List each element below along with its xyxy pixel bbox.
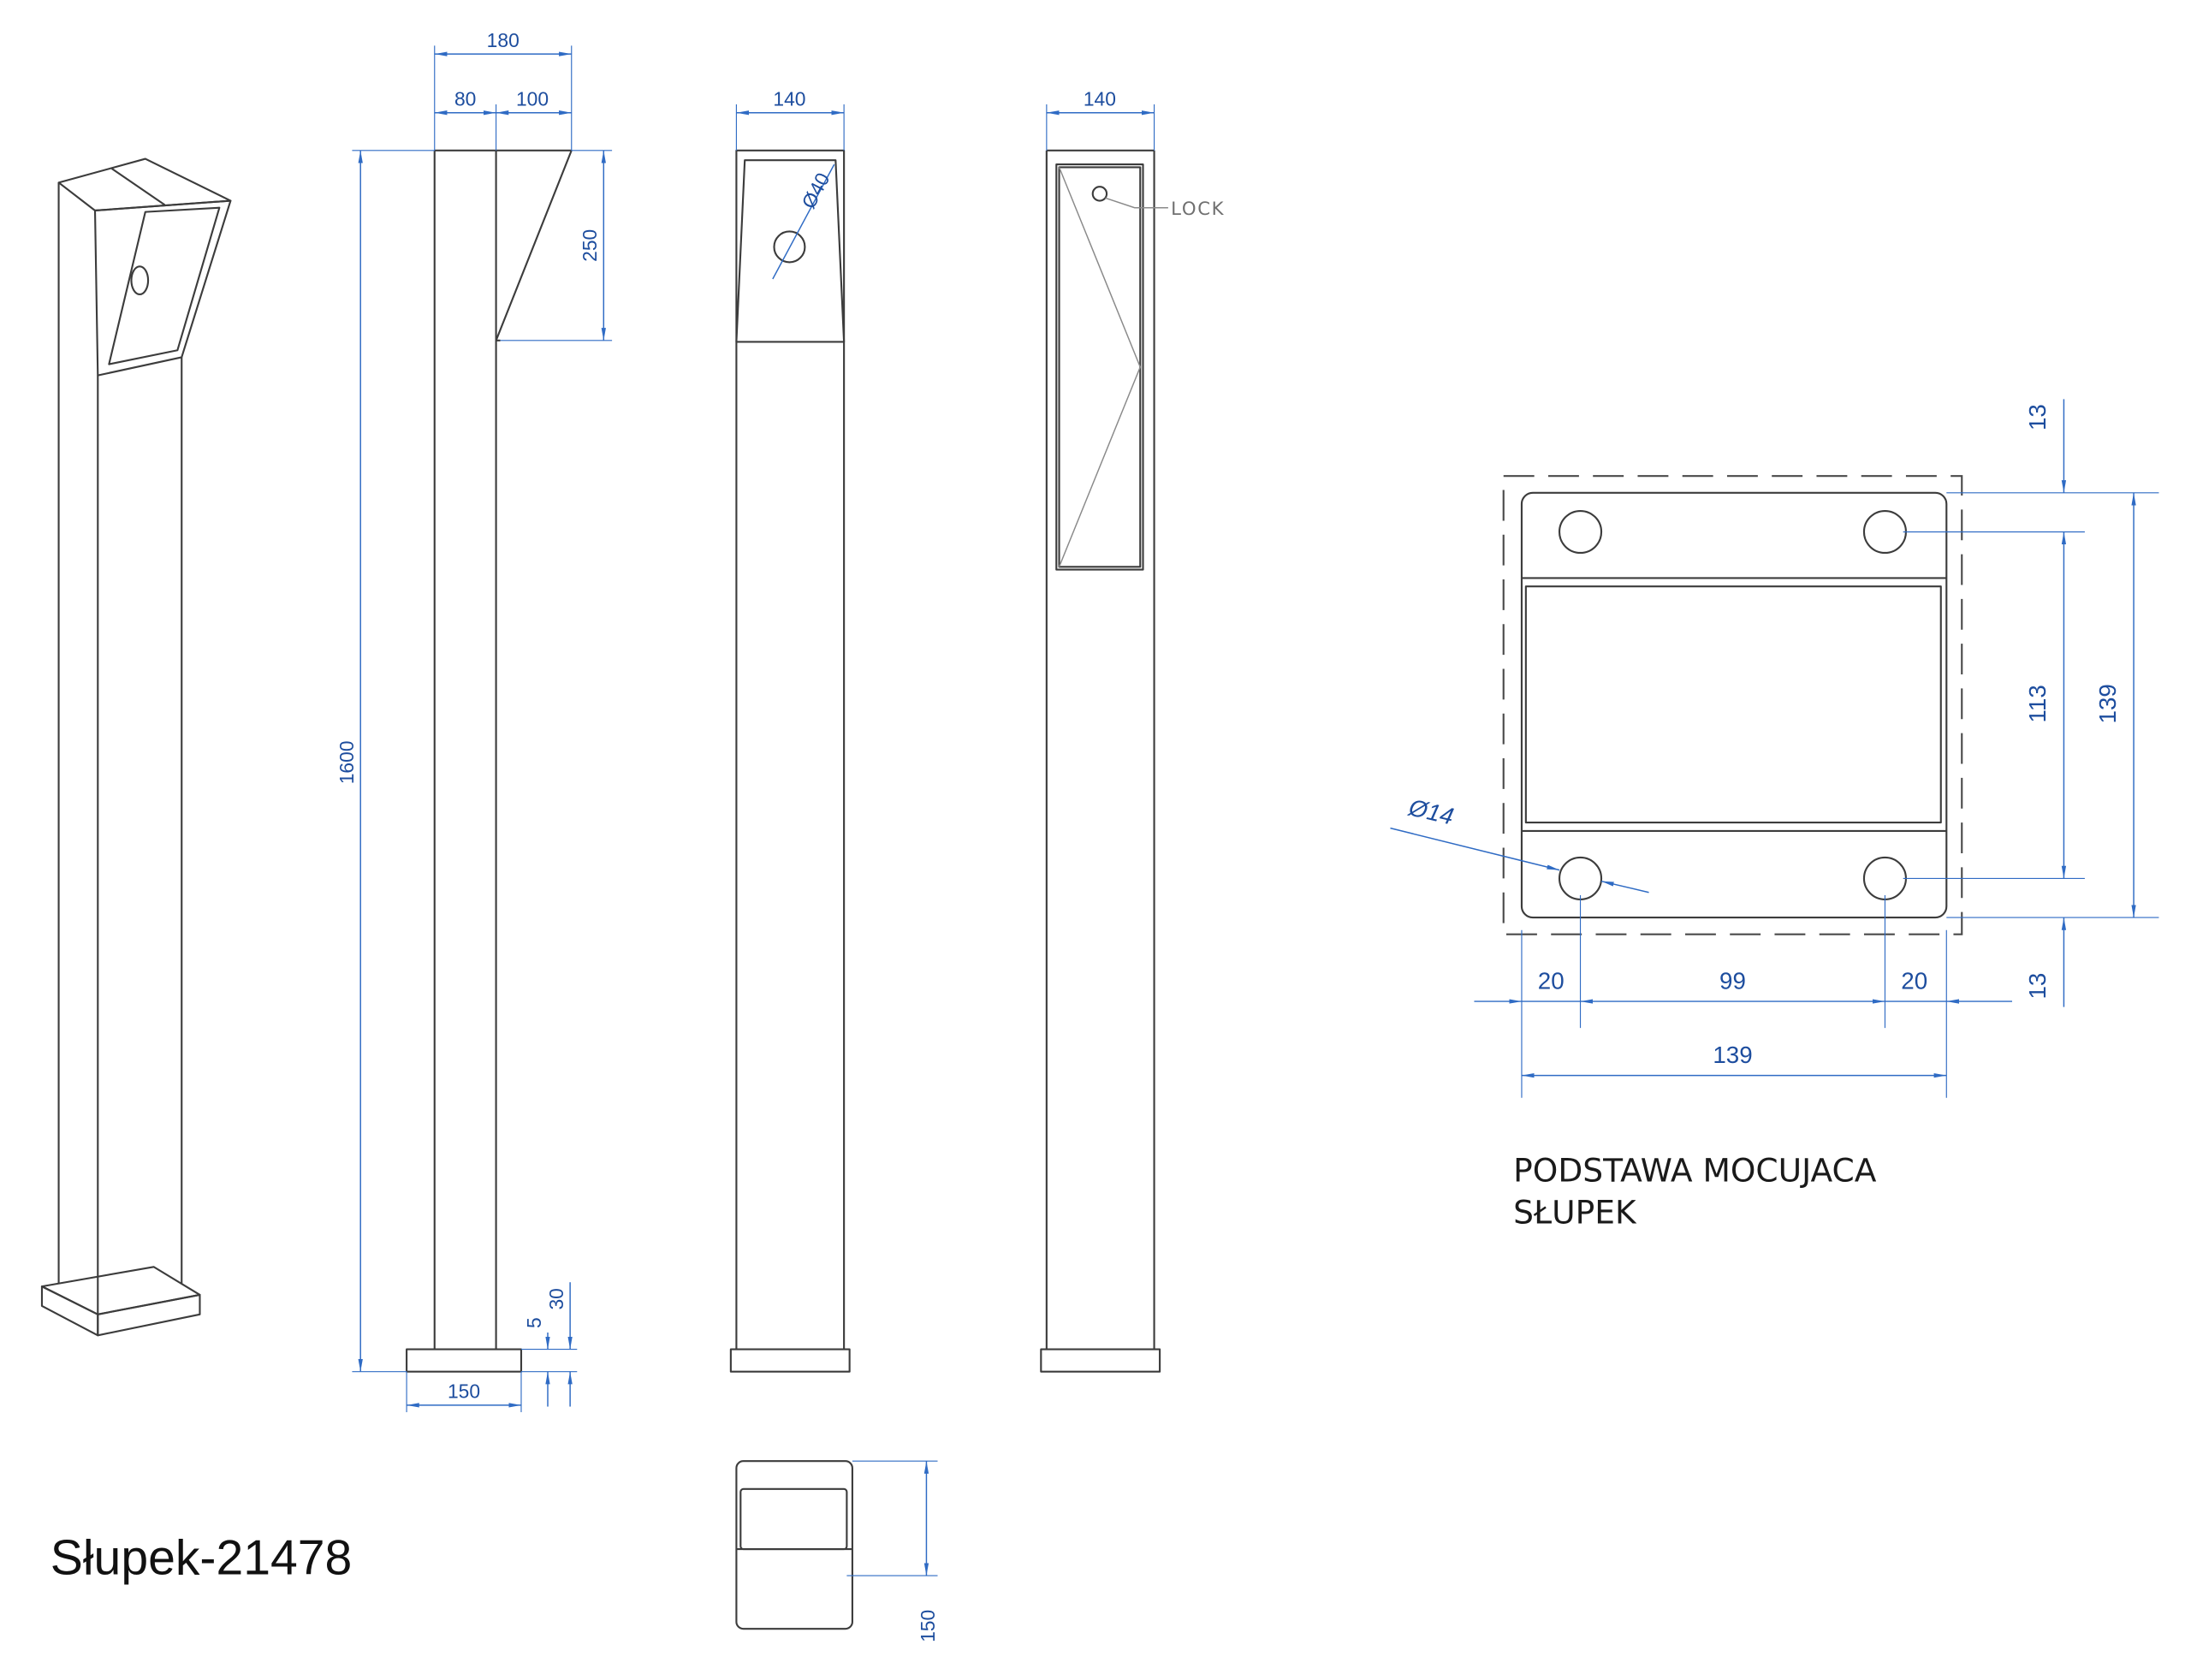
dimension-plate-height: 139: [2094, 684, 2121, 723]
drawing-title: Słupek-21478: [50, 1530, 353, 1585]
plate-center-recess: [1524, 585, 1942, 824]
lock-label: LOCK: [1171, 199, 1225, 220]
bottom-view: 150: [735, 1460, 939, 1642]
plate-outline-dashed: [1502, 475, 1963, 935]
dimension-horizontal-hole-spacing: 99: [1719, 967, 1746, 994]
side-view: 180 80 100 250 1600 30 5 150: [335, 29, 613, 1413]
cap-top-divider: [111, 168, 166, 206]
mounting-hole-bottom-right: [1862, 856, 1907, 900]
dimension-post-width: 80: [454, 88, 476, 110]
dimension-depth: 150: [917, 1610, 939, 1642]
base-plate: [729, 1348, 851, 1373]
dimension-left-margin: 20: [1538, 967, 1565, 994]
dimension-plate-width: 139: [1713, 1042, 1752, 1068]
mounting-hole-top-left: [1558, 509, 1603, 555]
mounting-hole-bottom-left: [1558, 856, 1603, 900]
dimension-base-thickness: 5: [523, 1317, 545, 1328]
base-plate: [1040, 1348, 1161, 1373]
visor-inner-frame: [735, 159, 846, 342]
dimension-rear-width: 140: [1084, 88, 1116, 110]
mounting-base-caption-line-1: PODSTAWA MOCUJACA: [1513, 1152, 1877, 1190]
base-top-face: [40, 1266, 201, 1315]
dimension-vertical-hole-spacing: 113: [2024, 685, 2051, 722]
rear-panel-chevron: [1058, 167, 1142, 567]
isometric-view: [40, 157, 232, 1337]
dimension-overall-width: 180: [487, 29, 520, 51]
dimension-front-width: 140: [773, 88, 805, 110]
visor-slope-edge: [495, 150, 573, 341]
plate-body: [1520, 491, 1948, 919]
lock-hole: [1091, 186, 1108, 202]
dimension-base-offset: 30: [545, 1288, 567, 1309]
rear-panel: [1055, 163, 1144, 571]
visor-frame: [735, 149, 846, 343]
front-hole: [773, 230, 806, 264]
cap-outline: [739, 1487, 848, 1551]
visor-hole: [130, 265, 150, 296]
visor-inner-edge: [108, 206, 221, 365]
hole-diameter-leader: [1600, 880, 1649, 893]
base-plate: [406, 1348, 523, 1373]
mounting-base-caption-line-2: SŁUPEK: [1513, 1194, 1637, 1232]
hole-diameter-leader: [772, 163, 835, 280]
dimension-visor-overhang: 100: [516, 88, 549, 110]
mounting-plate-view: 13 113 13 139 20 99 20 139 Ø14 PODSTAWA …: [1390, 399, 2159, 1232]
rear-view: LOCK 140: [1040, 88, 1225, 1373]
lock-leader: [1105, 197, 1168, 209]
dimension-total-height: 1600: [335, 740, 358, 784]
base-right-face: [97, 1293, 201, 1337]
dimension-right-margin: 20: [1901, 967, 1927, 994]
dimension-visor-height: 250: [579, 229, 601, 262]
rear-panel-inner: [1058, 166, 1142, 568]
dimension-top-margin: 13: [2024, 404, 2051, 430]
base-left-face: [40, 1285, 99, 1337]
dimension-hole-diameter: Ø14: [1405, 793, 1456, 829]
dimension-base-width: 150: [448, 1380, 480, 1403]
hole-diameter-leader: [1390, 827, 1560, 871]
mounting-hole-top-right: [1862, 509, 1907, 555]
visor-outline: [93, 199, 232, 377]
outer-outline: [735, 1460, 853, 1630]
front-view: Ø40 140: [729, 88, 851, 1373]
dimension-bottom-margin: 13: [2024, 973, 2051, 1000]
